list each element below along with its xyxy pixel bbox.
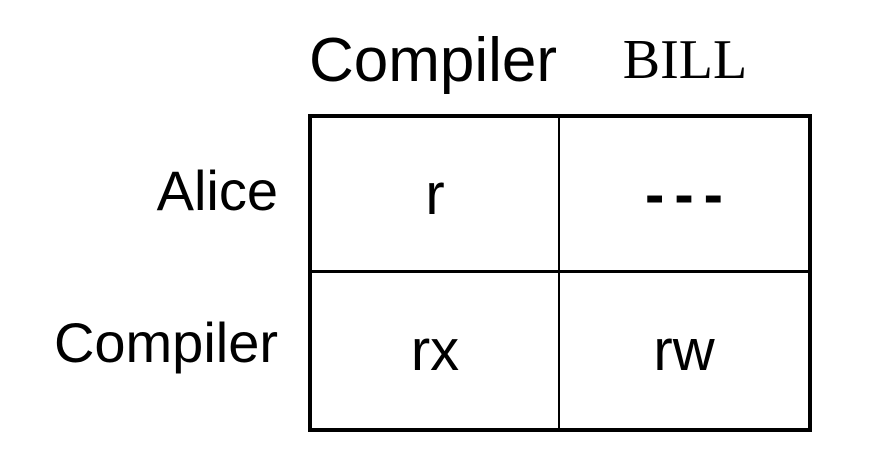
matrix-table: r --- rx rw (308, 114, 812, 432)
cell-alice-bill: --- (560, 118, 808, 273)
row-header-alice: Alice (156, 159, 278, 222)
cell-alice-compiler: r (312, 118, 560, 273)
cell-compiler-compiler: rx (312, 273, 560, 428)
column-header-bill: BILL (622, 29, 748, 91)
row-header-compiler: Compiler (53, 311, 278, 374)
cell-compiler-bill: rw (653, 318, 715, 383)
column-header-compiler: Compiler (308, 25, 558, 95)
